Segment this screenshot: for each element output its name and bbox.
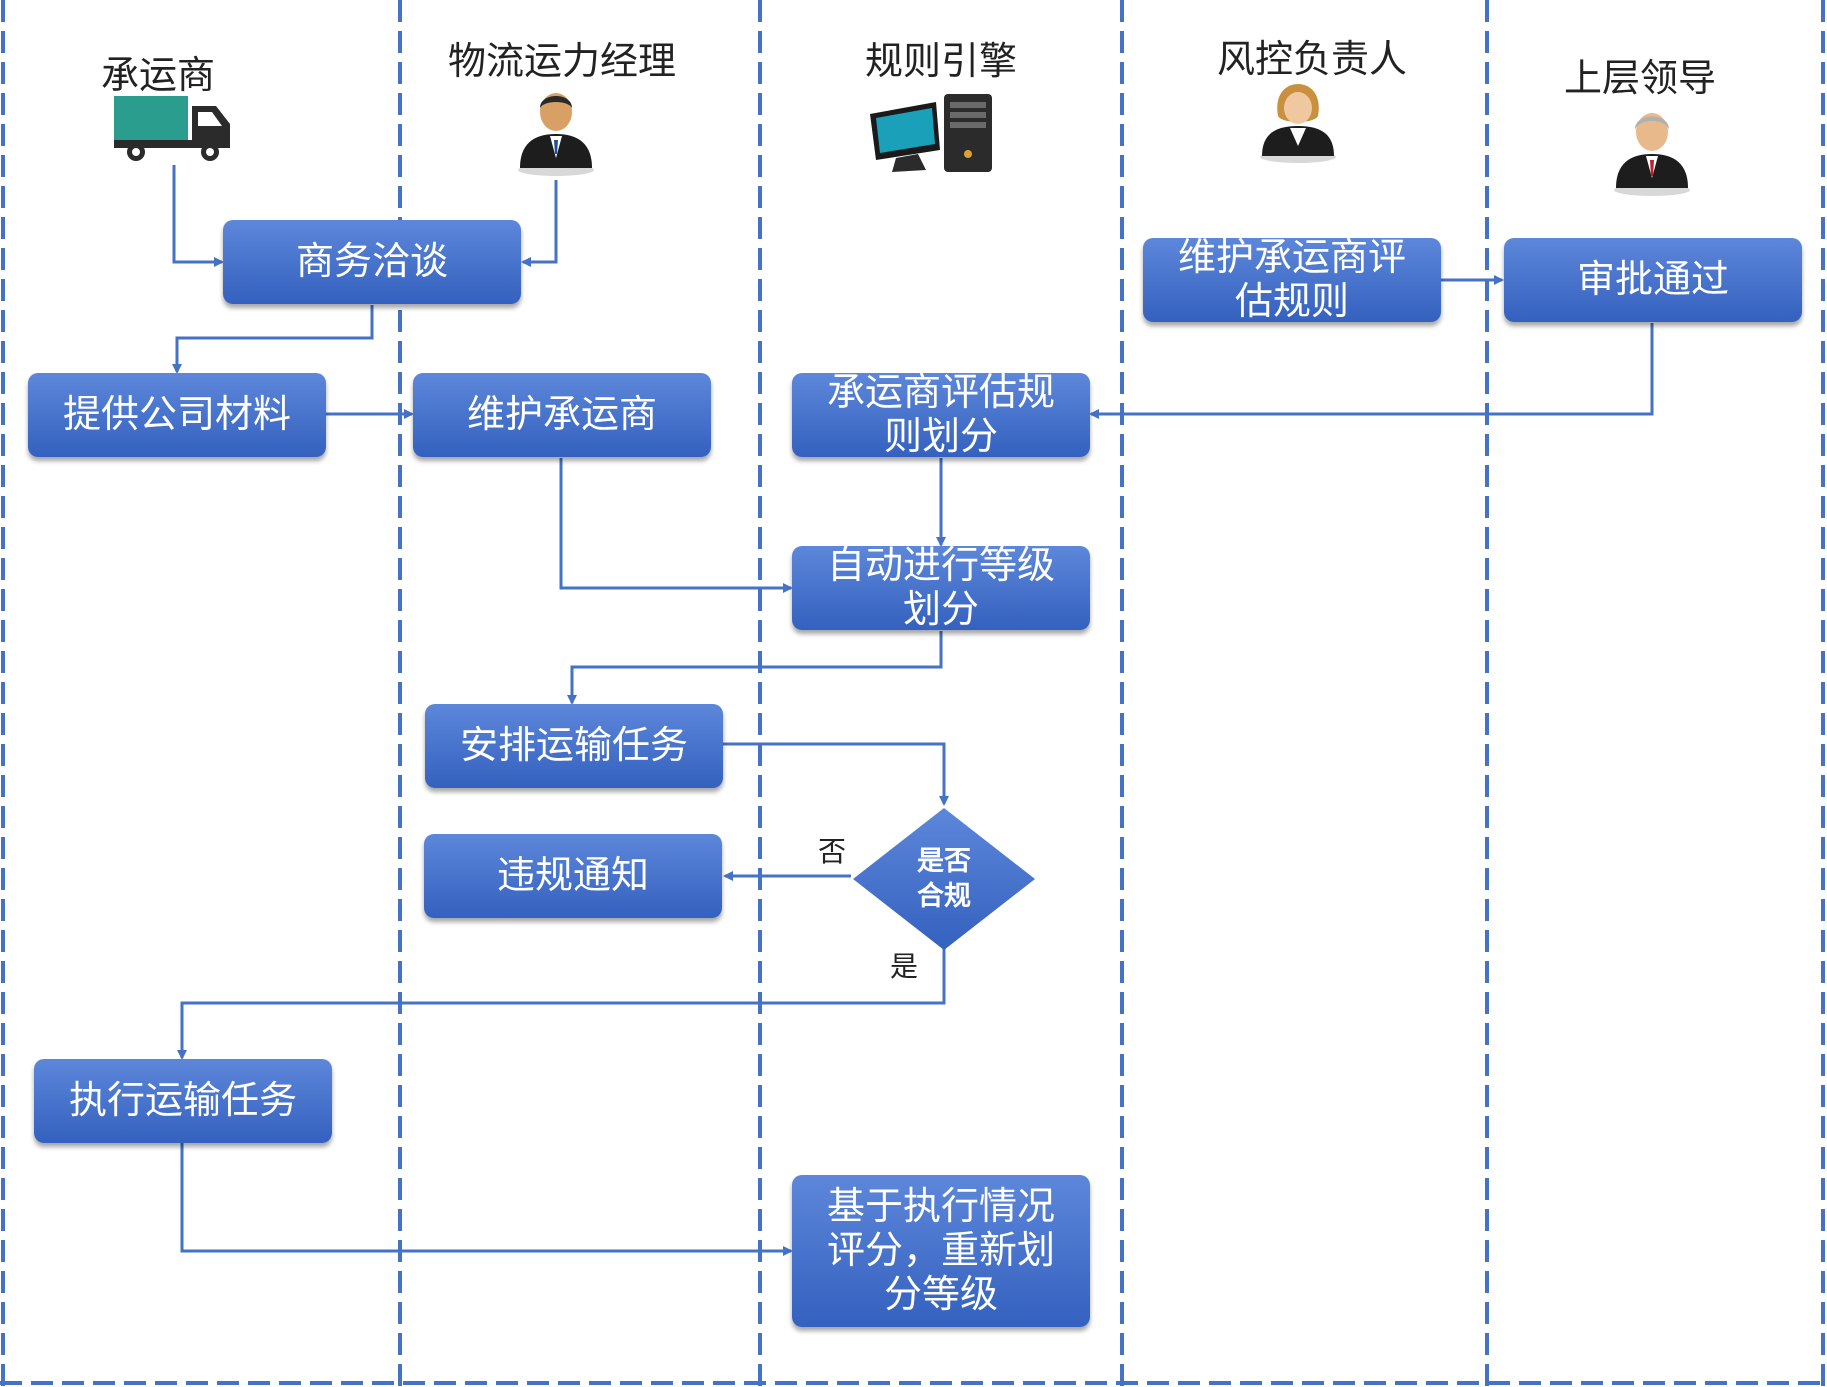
edge-approve-to-division bbox=[1089, 323, 1654, 419]
approve-box: 审批通过 bbox=[1504, 238, 1802, 322]
rule-division-box: 承运商评估规 则划分 bbox=[792, 370, 1090, 458]
computer-icon bbox=[870, 94, 992, 172]
decision-diamond-shape bbox=[853, 808, 1035, 950]
arrange-task-box: 安排运输任务 bbox=[425, 704, 723, 788]
edge-grade-to-arrange bbox=[567, 631, 943, 705]
lane-title-risk-officer: 风控负责人 bbox=[1216, 37, 1408, 81]
violation-notice-box: 违规通知 bbox=[424, 834, 722, 918]
compliance-decision: 是否 合规 bbox=[851, 806, 1037, 952]
maintain-carrier-box: 维护承运商 bbox=[413, 373, 711, 457]
lane-title-rule-engine: 规则引擎 bbox=[864, 39, 1018, 83]
edge-label-yes: 是 bbox=[890, 950, 919, 983]
compliance-decision-label: 是否 合规 bbox=[917, 845, 971, 912]
edge-manager-to-negotiate bbox=[521, 180, 558, 267]
edge-check-to-execute bbox=[177, 949, 946, 1060]
edge-arrange-to-check bbox=[722, 742, 949, 806]
truck-icon bbox=[114, 96, 230, 161]
leader-avatar-icon bbox=[1614, 113, 1690, 196]
lane-title-carrier: 承运商 bbox=[100, 53, 216, 97]
manager-avatar-icon bbox=[518, 93, 594, 176]
edge-label-no: 否 bbox=[818, 835, 847, 868]
execute-task-box: 执行运输任务 bbox=[34, 1059, 332, 1143]
edge-negotiate-to-materials bbox=[172, 305, 374, 374]
negotiate-box: 商务洽谈 bbox=[223, 220, 521, 304]
risk-officer-avatar-icon bbox=[1260, 84, 1336, 163]
edge-maintain-to-grade bbox=[559, 458, 793, 593]
auto-grade-box: 自动进行等级 划分 bbox=[792, 543, 1090, 631]
maintain-rules-box: 维护承运商评 估规则 bbox=[1143, 235, 1441, 323]
rescore-box: 基于执行情况 评分，重新划 分等级 bbox=[792, 1175, 1090, 1327]
edge-truck-to-negotiate bbox=[172, 165, 224, 267]
lane-title-logistics-manager: 物流运力经理 bbox=[447, 39, 677, 83]
edge-execute-to-rescore bbox=[180, 1142, 793, 1256]
provide-materials-box: 提供公司材料 bbox=[28, 373, 326, 457]
lane-title-leader: 上层领导 bbox=[1563, 56, 1717, 100]
